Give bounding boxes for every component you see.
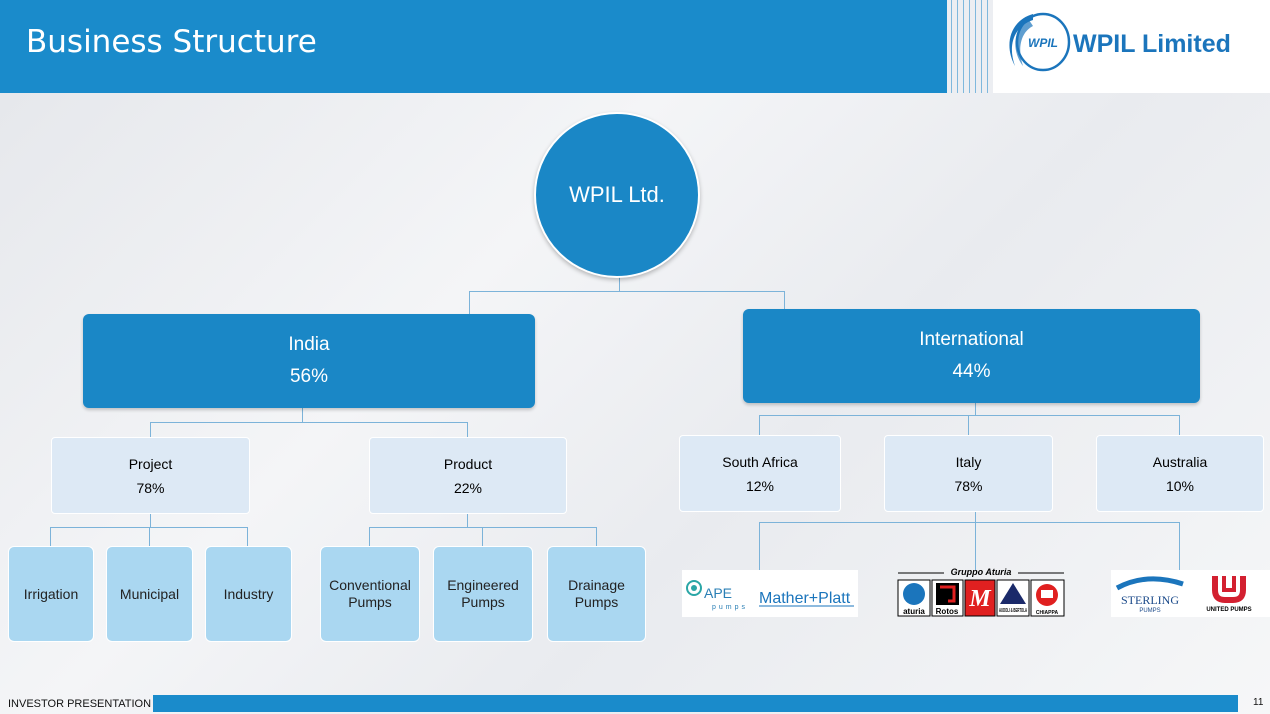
footer-bar	[153, 695, 1238, 712]
drainage-pumps-node: Drainage Pumps	[547, 546, 646, 642]
project-share: 78%	[136, 479, 165, 496]
conventional-pumps-label: Conventional Pumps	[329, 577, 411, 610]
svg-text:M: M	[968, 586, 992, 612]
india-label: India	[288, 334, 330, 355]
connector-line	[759, 415, 760, 435]
connector-line	[975, 403, 976, 415]
india-share: 56%	[289, 366, 329, 387]
connector-line	[469, 291, 785, 292]
root-node: WPIL Ltd.	[534, 112, 700, 278]
india-node: India 56%	[83, 314, 535, 408]
connector-line	[975, 522, 976, 570]
industry-label: Industry	[223, 585, 274, 602]
svg-text:STERLING: STERLING	[1121, 593, 1179, 607]
svg-text:WPIL: WPIL	[1028, 36, 1058, 50]
connector-line	[596, 527, 597, 546]
product-label: Product	[443, 455, 493, 472]
connector-line	[150, 513, 151, 527]
header-stripe	[957, 0, 958, 93]
logo-text: WPIL Limited	[1073, 30, 1231, 58]
company-logo: WPIL WPIL Limited	[993, 0, 1270, 93]
connector-line	[759, 415, 1180, 416]
connector-line	[759, 522, 760, 570]
international-node: International 44%	[743, 309, 1200, 403]
municipal-node: Municipal	[106, 546, 193, 642]
irrigation-label: Irrigation	[23, 585, 79, 602]
svg-text:aturia: aturia	[903, 607, 925, 616]
svg-text:PUMPS: PUMPS	[1139, 608, 1160, 614]
svg-text:Gruppo Aturia: Gruppo Aturia	[951, 567, 1012, 577]
connector-line	[619, 274, 620, 291]
svg-text:Mather+Platt: Mather+Platt	[759, 590, 851, 607]
industry-node: Industry	[205, 546, 292, 642]
connector-line	[302, 408, 303, 422]
header-stripe	[951, 0, 952, 93]
connector-line	[150, 422, 151, 437]
drainage-pumps-label: Drainage Pumps	[568, 577, 625, 610]
international-label: International	[919, 329, 1024, 350]
engineered-pumps-node: Engineered Pumps	[433, 546, 533, 642]
connector-line	[968, 415, 969, 435]
australia-label: Australia	[1152, 453, 1208, 470]
italy-brands: Gruppo Aturia aturia Rotos M AUDOLI & BE…	[896, 566, 1066, 618]
australia-node: Australia 10%	[1096, 435, 1264, 512]
connector-line	[467, 422, 468, 437]
connector-line	[150, 422, 468, 423]
international-share: 44%	[952, 361, 991, 382]
australia-share: 10%	[1165, 477, 1195, 494]
italy-label: Italy	[955, 453, 982, 470]
page-title: Business Structure	[26, 24, 317, 60]
connector-line	[247, 527, 248, 546]
municipal-label: Municipal	[119, 585, 180, 602]
italy-node: Italy 78%	[884, 435, 1053, 512]
wpil-logo-icon: WPIL	[1009, 12, 1071, 72]
south-africa-brands: APE pumps Mather+Platt	[682, 570, 858, 617]
south-africa-node: South Africa 12%	[679, 435, 841, 512]
project-label: Project	[128, 455, 173, 472]
header-stripe	[969, 0, 970, 93]
header-bar: Business Structure	[0, 0, 947, 93]
ape-logo-icon: APE pumps Mather+Platt	[686, 580, 854, 611]
conventional-pumps-node: Conventional Pumps	[320, 546, 420, 642]
svg-text:AUDOLI & BERTOLA: AUDOLI & BERTOLA	[999, 608, 1027, 614]
connector-line	[369, 527, 370, 546]
italy-share: 78%	[954, 477, 983, 494]
svg-text:UNITED PUMPS: UNITED PUMPS	[1206, 607, 1251, 613]
sterling-united-logos-icon: STERLING PUMPS UNITED PUMPS	[1115, 576, 1252, 614]
irrigation-node: Irrigation	[8, 546, 94, 642]
connector-line	[467, 513, 468, 527]
connector-line	[759, 522, 1180, 523]
page-number: 11	[1253, 697, 1264, 708]
connector-line	[50, 527, 51, 546]
svg-text:CHIAPPA: CHIAPPA	[1036, 610, 1059, 616]
gruppo-aturia-logos-icon: Gruppo Aturia aturia Rotos M AUDOLI & BE…	[897, 567, 1065, 617]
header-stripe	[987, 0, 988, 93]
connector-line	[784, 291, 785, 309]
footer-label: INVESTOR PRESENTATION	[8, 698, 152, 710]
product-node: Product 22%	[369, 437, 567, 514]
connector-line	[469, 291, 470, 314]
south-africa-label: South Africa	[722, 453, 798, 470]
connector-line	[1179, 522, 1180, 570]
connector-line	[149, 527, 150, 546]
connector-line	[369, 527, 597, 528]
project-node: Project 78%	[51, 437, 250, 514]
header-stripe	[975, 0, 976, 93]
engineered-pumps-label: Engineered Pumps	[447, 577, 519, 610]
root-label: WPIL Ltd.	[569, 182, 665, 207]
south-africa-share: 12%	[745, 477, 775, 494]
header-stripe	[981, 0, 982, 93]
product-share: 22%	[453, 479, 483, 496]
connector-line	[482, 527, 483, 546]
header-stripe	[963, 0, 964, 93]
svg-text:pumps: pumps	[712, 604, 748, 611]
connector-line	[975, 511, 976, 522]
connector-line	[1179, 415, 1180, 435]
svg-text:APE: APE	[704, 585, 732, 601]
australia-brands: STERLING PUMPS UNITED PUMPS	[1111, 570, 1270, 617]
svg-text:Rotos: Rotos	[936, 607, 959, 616]
